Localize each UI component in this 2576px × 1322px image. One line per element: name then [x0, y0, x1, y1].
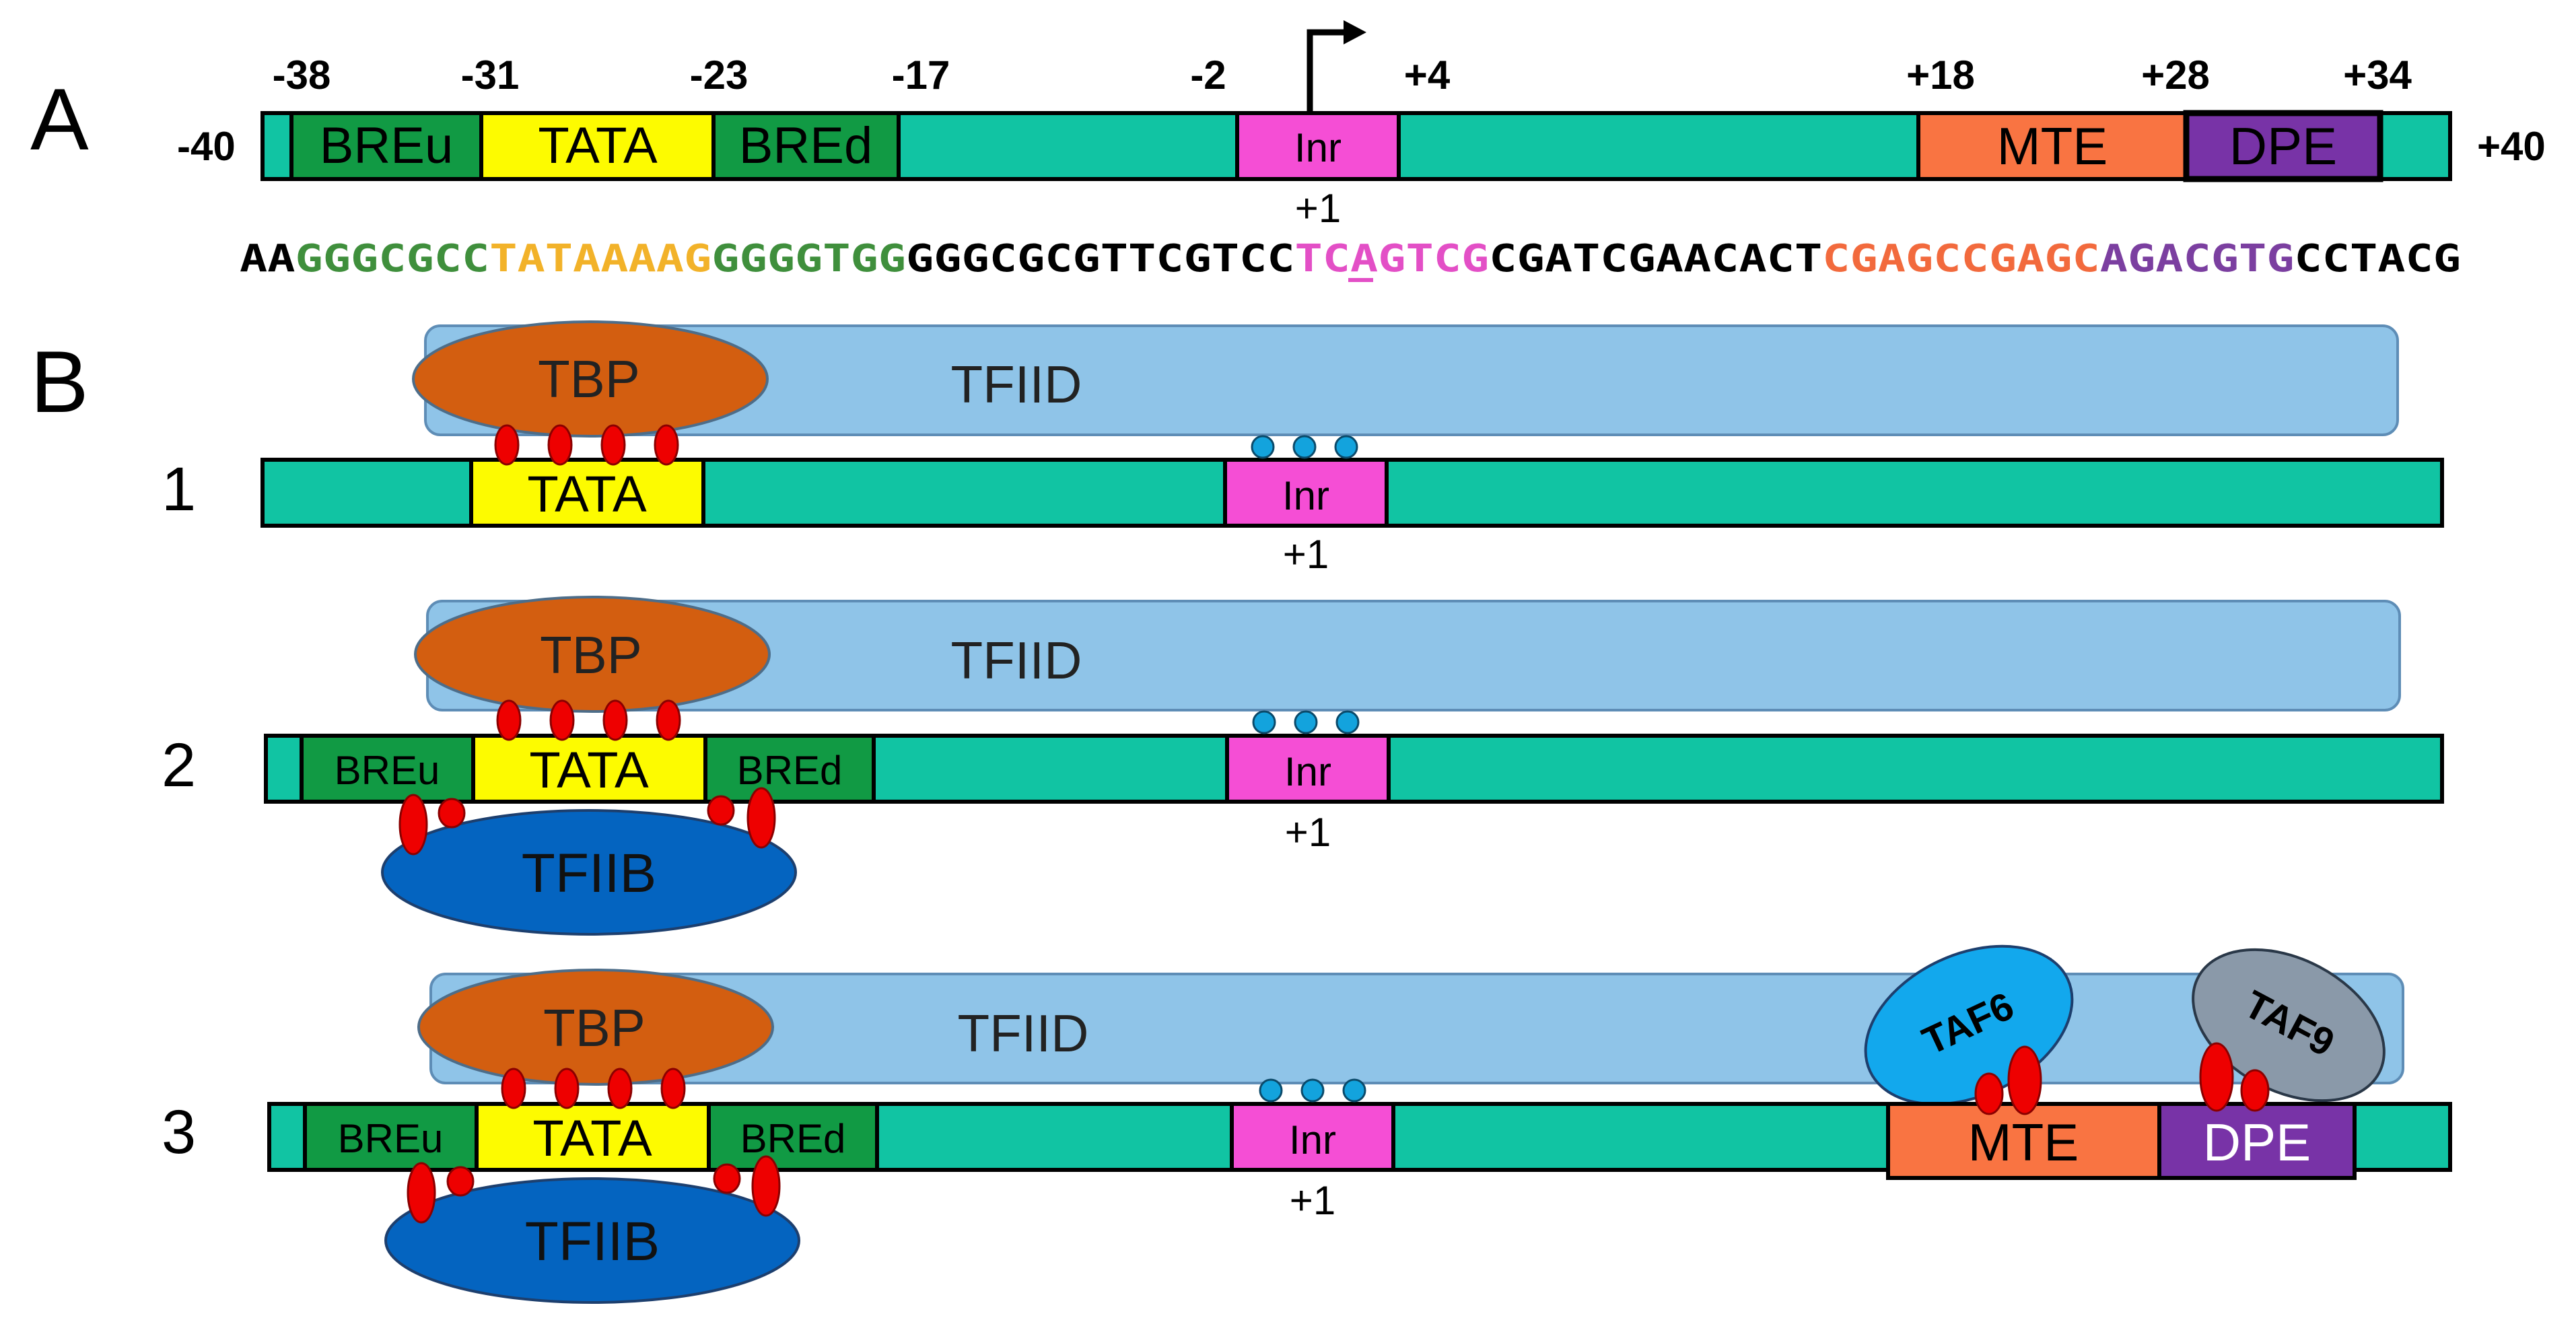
tata-box: [469, 458, 705, 528]
tbp-protein: [414, 596, 771, 713]
tfiib-bre-contacts: [407, 1155, 781, 1224]
position-label: +34: [2343, 53, 2412, 98]
panel-label-a: A: [30, 70, 89, 168]
bred-label: BREd: [739, 117, 873, 174]
row-number: 1: [162, 455, 196, 524]
bred-element: [711, 111, 901, 181]
tbp-protein: [417, 969, 774, 1086]
position-label: +4: [1404, 53, 1451, 98]
mte-element: [1886, 1102, 2161, 1180]
tata-label: TATA: [538, 117, 658, 174]
inr-element: [1230, 1102, 1395, 1172]
tbp-dna-contacts: [496, 699, 681, 741]
row-number: 3: [162, 1098, 196, 1167]
start-site-label: +1: [1295, 186, 1341, 231]
tfiid-label: TFIID: [951, 631, 1082, 690]
sequence-segment: GGGCGCC: [295, 237, 490, 281]
tbp-dna-contacts: [494, 424, 679, 466]
position-label: -2: [1190, 53, 1226, 98]
mte-label: MTE: [1968, 1113, 2079, 1172]
dpe-label: DPE: [2229, 116, 2337, 176]
sequence-segment: CCTACG: [2294, 237, 2461, 281]
sequence-segment: GGGCGCGTTCGTCC: [906, 237, 1294, 281]
sequence-segment: AGACGTG: [2100, 237, 2295, 281]
dpe-element: [2183, 110, 2383, 182]
dpe-label: DPE: [2203, 1113, 2311, 1172]
tbp-label: TBP: [538, 349, 640, 409]
tbp-label: TBP: [540, 625, 642, 685]
tfiid-inr-contacts: [1252, 710, 1360, 734]
breu-element: [300, 734, 475, 804]
sequence-segment: CGATCGAACACT: [1489, 237, 1822, 281]
panel-label-b: B: [30, 333, 89, 431]
inr-label: Inr: [1289, 1117, 1336, 1162]
row-number: 2: [162, 731, 196, 800]
start-site-label: +1: [1285, 810, 1331, 855]
start-site-label: +1: [1290, 1178, 1335, 1223]
breu-label: BREu: [338, 1116, 444, 1161]
tfiid-label: TFIID: [951, 355, 1082, 414]
tfiib-protein: [384, 1177, 800, 1304]
dpe-element: [2157, 1102, 2357, 1180]
bred-element: [707, 1102, 879, 1172]
sequence-segment: AA: [240, 237, 295, 281]
position-label: -31: [461, 53, 520, 98]
mte-label: MTE: [1997, 116, 2108, 176]
tata-label: TATA: [527, 466, 647, 523]
bred-element: [703, 734, 876, 804]
tata-label: TATA: [529, 742, 649, 799]
position-label: -23: [690, 53, 749, 98]
tbp-dna-contacts: [501, 1068, 686, 1109]
end-position-left: -40: [177, 124, 236, 169]
tata-box: [479, 111, 716, 181]
tata-box: [471, 734, 707, 804]
breu-element: [303, 1102, 479, 1172]
tfiid-inr-contacts: [1251, 435, 1358, 459]
breu-label: BREu: [320, 117, 454, 174]
breu-element: [289, 111, 483, 181]
tfiib-label: TFIIB: [522, 843, 656, 904]
start-site-label: +1: [1283, 532, 1329, 577]
breu-label: BREu: [335, 748, 440, 793]
inr-label: Inr: [1294, 125, 1342, 170]
inr-label: Inr: [1284, 749, 1331, 794]
tfiid-label: TFIID: [958, 1004, 1089, 1063]
position-label: +28: [2141, 53, 2210, 98]
end-position-right: +40: [2477, 124, 2546, 169]
tfiib-protein: [381, 809, 797, 936]
sequence-segment: TATAAAAG: [489, 237, 711, 281]
inr-element: [1235, 111, 1401, 181]
inr-label: Inr: [1282, 473, 1329, 518]
mte-element: [1916, 111, 2188, 181]
tbp-label: TBP: [543, 998, 646, 1057]
inr-element: [1223, 458, 1389, 528]
sequence-segment: CGAGCCGAGC: [1822, 237, 2099, 281]
taf-mte-dpe-contacts: [1974, 1042, 2270, 1115]
position-label: -38: [273, 53, 331, 98]
sequence-segment: TCAGTCG: [1295, 237, 1490, 281]
transcription-start-arrow-icon: [1307, 20, 1366, 113]
tfiib-bre-contacts: [398, 787, 776, 856]
tata-label: TATA: [532, 1110, 652, 1167]
bred-label: BREd: [740, 1116, 846, 1161]
sequence-segment: GGGGTGG: [711, 237, 906, 281]
inr-element: [1225, 734, 1391, 804]
tfiib-label: TFIIB: [525, 1211, 660, 1272]
tfiid-inr-contacts: [1259, 1078, 1366, 1103]
position-label: -17: [892, 53, 950, 98]
tbp-protein: [412, 320, 769, 438]
bred-label: BREd: [737, 748, 843, 793]
position-label: +18: [1906, 53, 1975, 98]
